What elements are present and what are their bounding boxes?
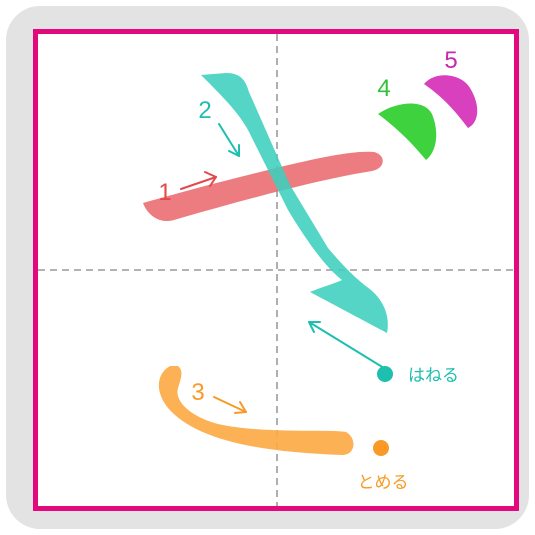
stroke-1-shape [143,152,383,221]
hane-arrow-icon [309,322,384,368]
hane-marker-dot [377,366,393,382]
tome-marker-dot [373,440,389,456]
stroke-3-number: 3 [191,379,204,406]
stroke-4-number: 4 [377,75,390,102]
stroke-3-shape [159,366,354,455]
stroke-1-number: 1 [158,179,171,206]
arrow-2-icon [219,124,239,156]
stroke-2-number: 2 [198,97,211,124]
hane-label: はねる [408,366,459,385]
arrow-1-icon [181,172,216,189]
arrow-3-icon [214,397,246,413]
tome-label: とめる [358,473,409,492]
stroke-4-shape [378,103,436,160]
stroke-5-number: 5 [444,47,457,74]
